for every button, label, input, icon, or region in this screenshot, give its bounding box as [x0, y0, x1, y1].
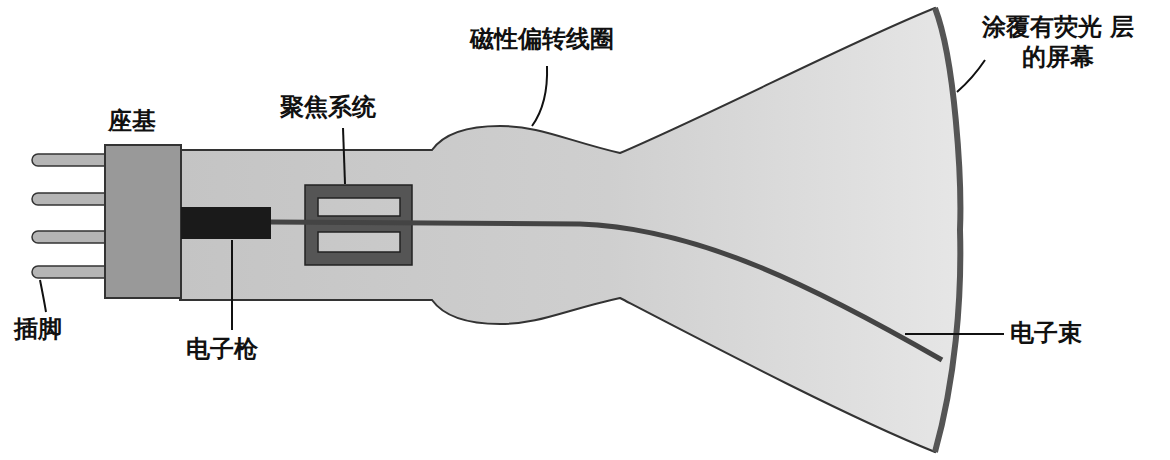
- pins: [32, 154, 110, 278]
- part-label: 电子束: [1010, 318, 1082, 348]
- part-label: 聚焦系统: [280, 92, 376, 122]
- part-label: 磁性偏转线圈: [470, 24, 614, 54]
- electron-beam: [271, 222, 942, 360]
- tube-glass: [180, 8, 960, 452]
- part-label: 座基: [108, 106, 156, 136]
- phosphor-screen: [935, 8, 960, 452]
- electron-gun: [181, 207, 271, 239]
- leader-lines: [40, 60, 1004, 334]
- tube-base: [105, 145, 181, 298]
- part-label: 插脚: [14, 314, 62, 344]
- part-label: 涂覆有荧光 层的屏幕: [978, 12, 1138, 72]
- part-label: 电子枪: [186, 334, 258, 364]
